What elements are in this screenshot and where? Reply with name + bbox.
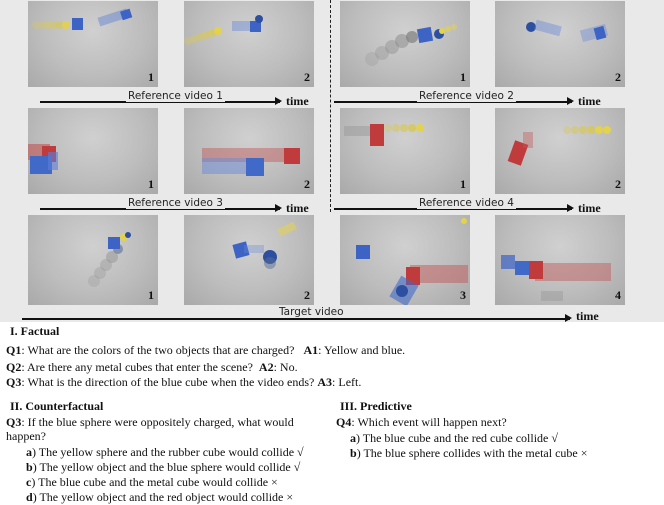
a2-text: : No. <box>273 360 298 374</box>
option-text: ) The blue sphere collides with the meta… <box>356 446 588 460</box>
frame-number: 1 <box>460 177 466 191</box>
a3-label: A3 <box>317 375 333 389</box>
cf-option-a: a) The yellow sphere and the rubber cube… <box>26 445 304 460</box>
cf-q-label: Q3 <box>6 415 22 429</box>
frame-number: 2 <box>304 288 310 302</box>
option-label: a <box>350 431 356 445</box>
factual-q3: Q3: What is the direction of the blue cu… <box>6 375 361 390</box>
frame-target-2: 2 <box>184 215 314 305</box>
frame-ref1-2: 2 <box>184 1 314 87</box>
heading-counterfactual: II. Counterfactual <box>10 399 104 413</box>
heading-factual: I. Factual <box>10 324 60 338</box>
q1-label: Q1 <box>6 343 22 357</box>
option-text: ) The blue cube and the metal cube would… <box>31 475 278 489</box>
time-label: time <box>578 94 601 108</box>
video-frames-figure: 1 2 Reference video 1 time 1 <box>0 0 664 323</box>
q2-label: Q2 <box>6 360 22 374</box>
caption-reference-video-2: Reference video 2 <box>417 90 516 102</box>
a1-text: : Yellow and blue. <box>318 343 406 357</box>
cf-option-c: c) The blue cube and the metal cube woul… <box>26 475 278 490</box>
frame-number: 2 <box>304 177 310 191</box>
frame-ref3-2: 2 <box>184 108 314 194</box>
time-label: time <box>286 94 309 108</box>
option-label: b <box>350 446 357 460</box>
a2-label: A2 <box>258 360 274 374</box>
frame-target-1: 1 <box>28 215 158 305</box>
frame-target-3: 3 <box>340 215 470 305</box>
option-label: b <box>26 460 33 474</box>
pred-q-label: Q4 <box>336 415 352 429</box>
heading-predictive: III. Predictive <box>340 399 412 413</box>
pred-q-text: : Which event will happen next? <box>351 415 507 429</box>
option-label: c <box>26 475 32 489</box>
q2-text: : Are there any metal cubes that enter t… <box>21 360 253 374</box>
frame-ref2-2: 2 <box>495 1 625 87</box>
counterfactual-question: Q3: If the blue sphere were oppositely c… <box>6 415 294 430</box>
time-arrow <box>22 315 572 321</box>
frame-ref1-1: 1 <box>28 1 158 87</box>
option-text: ) The yellow object and the blue sphere … <box>32 460 301 474</box>
cf-option-b: b) The yellow object and the blue sphere… <box>26 460 300 475</box>
option-text: ) The yellow object and the red object w… <box>32 490 294 504</box>
factual-q1: Q1: What are the colors of the two objec… <box>6 343 405 358</box>
q1-text: : What are the colors of the two objects… <box>21 343 295 357</box>
pred-option-a: a) The blue cube and the red cube collid… <box>350 431 558 446</box>
option-text: ) The yellow sphere and the rubber cube … <box>32 445 304 459</box>
cf-q-text: : If the blue sphere were oppositely cha… <box>21 415 294 429</box>
frame-number: 2 <box>615 70 621 84</box>
caption-target-video: Target video <box>277 306 346 318</box>
frame-ref4-2: 2 <box>495 108 625 194</box>
frame-target-4: 4 <box>495 215 625 305</box>
question-answer-section: I. Factual Q1: What are the colors of th… <box>0 322 664 505</box>
option-label: a <box>26 445 32 459</box>
frame-number: 1 <box>148 70 154 84</box>
frame-ref3-1: 1 <box>28 108 158 194</box>
caption-reference-video-1: Reference video 1 <box>126 90 225 102</box>
frame-ref2-1: 1 <box>340 1 470 87</box>
frame-ref4-1: 1 <box>340 108 470 194</box>
frame-number: 3 <box>460 288 466 302</box>
frame-number: 4 <box>615 288 621 302</box>
a3-text: : Left. <box>332 375 362 389</box>
q3-text: : What is the direction of the blue cube… <box>21 375 315 389</box>
frame-number: 1 <box>148 288 154 302</box>
pred-option-b: b) The blue sphere collides with the met… <box>350 446 588 461</box>
predictive-question: Q4: Which event will happen next? <box>336 415 507 430</box>
caption-reference-video-4: Reference video 4 <box>417 197 516 209</box>
q3-label: Q3 <box>6 375 22 389</box>
caption-reference-video-3: Reference video 3 <box>126 197 225 209</box>
frame-number: 2 <box>615 177 621 191</box>
group-divider <box>330 0 331 212</box>
time-label: time <box>578 201 601 215</box>
factual-q2: Q2: Are there any metal cubes that enter… <box>6 360 298 375</box>
option-label: d <box>26 490 33 504</box>
frame-number: 1 <box>148 177 154 191</box>
a1-label: A1 <box>303 343 319 357</box>
option-text: ) The blue cube and the red cube collide… <box>356 431 558 445</box>
counterfactual-question-cont: happen? <box>6 429 46 443</box>
cf-option-d: d) The yellow object and the red object … <box>26 490 293 505</box>
frame-number: 1 <box>460 70 466 84</box>
frame-number: 2 <box>304 70 310 84</box>
time-label: time <box>576 309 599 323</box>
time-label: time <box>286 201 309 215</box>
